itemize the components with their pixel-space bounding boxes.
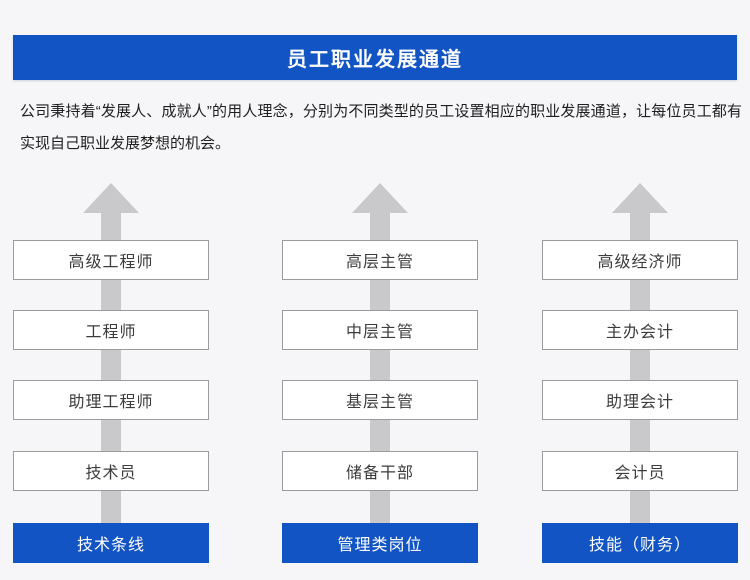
level-box: 助理工程师: [13, 380, 209, 420]
level-box: 储备干部: [282, 451, 478, 491]
ladder-management: 高层主管 中层主管 基层主管 储备干部 管理类岗位: [282, 183, 478, 563]
level-box: 助理会计: [542, 380, 738, 420]
ladder-technical: 高级工程师 工程师 助理工程师 技术员 技术条线: [13, 183, 209, 563]
level-box: 高级工程师: [13, 240, 209, 280]
level-box: 技术员: [13, 451, 209, 491]
ladder-finance-skill: 高级经济师 主办会计 助理会计 会计员 技能（财务）: [542, 183, 738, 563]
category-label-management: 管理类岗位: [282, 523, 478, 563]
page-title-banner: 员工职业发展通道: [13, 35, 737, 80]
level-box: 基层主管: [282, 380, 478, 420]
level-box: 会计员: [542, 451, 738, 491]
level-box: 高层主管: [282, 240, 478, 280]
up-arrow-shaft: [630, 211, 650, 525]
up-arrow-shaft: [101, 211, 121, 525]
level-box: 工程师: [13, 310, 209, 350]
level-box: 高级经济师: [542, 240, 738, 280]
up-arrow-icon: [352, 183, 408, 213]
page-title: 员工职业发展通道: [287, 49, 463, 71]
category-label-technical: 技术条线: [13, 523, 209, 563]
intro-paragraph: 公司秉持着“发展人、成就人”的用人理念，分别为不同类型的员工设置相应的职业发展通…: [20, 103, 742, 152]
up-arrow-icon: [83, 183, 139, 213]
category-label-finance: 技能（财务）: [542, 523, 738, 563]
up-arrow-icon: [612, 183, 668, 213]
up-arrow-shaft: [370, 211, 390, 525]
level-box: 中层主管: [282, 310, 478, 350]
level-box: 主办会计: [542, 310, 738, 350]
